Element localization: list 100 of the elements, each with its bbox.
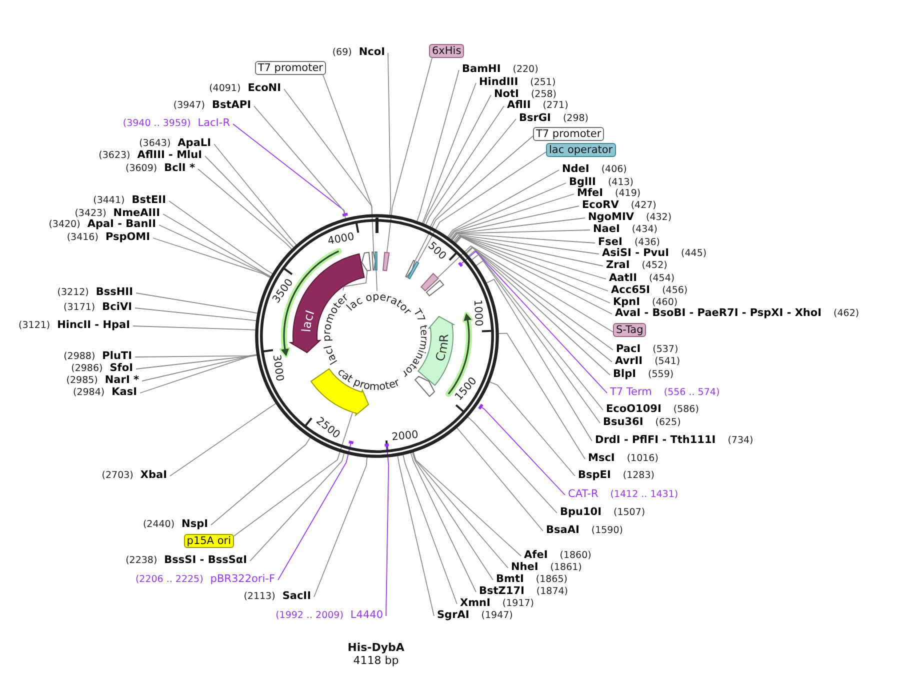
leader-line bbox=[481, 407, 566, 496]
enzyme-name: BssSI - BssSαI bbox=[164, 554, 247, 566]
cut-position: (2703) bbox=[102, 470, 134, 481]
enzyme-name: BlpI bbox=[613, 368, 636, 380]
cut-position: (1860) bbox=[560, 550, 592, 561]
enzyme-name: EcoNI bbox=[248, 82, 281, 94]
tag-feature bbox=[382, 252, 390, 272]
cut-position: (1507) bbox=[614, 507, 646, 518]
leader-line bbox=[136, 354, 258, 370]
cut-position: (2238) bbox=[126, 555, 158, 566]
cut-position: (298) bbox=[562, 113, 589, 124]
leader-line bbox=[454, 236, 608, 292]
leader-line bbox=[450, 206, 580, 240]
feature-tag: S-Tag bbox=[613, 323, 646, 337]
cut-position: (3171) bbox=[64, 302, 96, 313]
leader-line bbox=[467, 416, 558, 514]
terminator-feature bbox=[426, 280, 444, 296]
leader-line bbox=[472, 254, 604, 410]
promoter-feature bbox=[414, 376, 436, 398]
cut-position: (406) bbox=[601, 164, 627, 175]
primer-name: CAT-R bbox=[568, 488, 598, 500]
cut-position: (1861) bbox=[550, 562, 582, 573]
leader-line bbox=[162, 214, 272, 277]
enzyme-name: BclI * bbox=[164, 162, 195, 174]
cut-position: (436) bbox=[634, 237, 660, 248]
primer-range: (556 .. 574) bbox=[664, 387, 720, 398]
leader-line bbox=[342, 270, 368, 291]
cut-position: (3420) bbox=[48, 219, 80, 230]
cut-position: (452) bbox=[642, 260, 668, 271]
leader-line bbox=[198, 168, 292, 250]
tag-feature bbox=[420, 272, 439, 292]
cut-position: (220) bbox=[512, 64, 538, 75]
cut-position: (3121) bbox=[18, 320, 50, 331]
enzyme-name: KasI bbox=[112, 386, 137, 398]
cut-position: (251) bbox=[530, 77, 556, 88]
enzyme-name: BspEI bbox=[578, 469, 611, 481]
leader-line bbox=[388, 52, 392, 216]
leader-line bbox=[456, 427, 544, 532]
leader-line bbox=[426, 106, 504, 225]
cut-position: (1016) bbox=[626, 453, 658, 464]
leader-line bbox=[170, 403, 276, 476]
leader-line bbox=[412, 452, 494, 580]
cut-position: (541) bbox=[654, 356, 680, 367]
enzyme-name: NarI * bbox=[104, 374, 139, 386]
enzyme-name: NdeI bbox=[562, 163, 590, 175]
leader-line bbox=[498, 332, 586, 460]
operator-feature bbox=[374, 252, 378, 271]
scale-number: 4000 bbox=[326, 230, 355, 247]
enzyme-name: KpnI bbox=[613, 296, 640, 308]
cut-position: (2440) bbox=[142, 519, 175, 530]
cut-position: (3623) bbox=[98, 150, 130, 161]
cut-position: (456) bbox=[662, 285, 688, 296]
primer-range: (3940 .. 3959) bbox=[122, 118, 191, 129]
leader-line bbox=[254, 106, 346, 219]
leader-line bbox=[447, 170, 560, 238]
cut-position: (1917) bbox=[502, 598, 534, 609]
cut-position: (2988) bbox=[64, 351, 96, 362]
primer-range: (1412 .. 1431) bbox=[610, 489, 678, 500]
sequence-length: 4118 bp bbox=[353, 654, 399, 667]
leader-line bbox=[168, 200, 273, 274]
leader-line bbox=[204, 156, 294, 248]
enzyme-name: XmnI bbox=[460, 597, 490, 609]
enzyme-name: EcoO109I bbox=[606, 403, 662, 415]
enzyme-name: AfeI bbox=[524, 549, 548, 561]
enzyme-name: XbaI bbox=[140, 469, 167, 481]
leader-line bbox=[214, 144, 297, 246]
leader-line bbox=[386, 58, 432, 253]
enzyme-name: NspI bbox=[182, 518, 208, 530]
leader-line bbox=[142, 354, 258, 382]
leader-line bbox=[402, 454, 458, 604]
cut-position: (559) bbox=[648, 369, 674, 380]
enzyme-name: Bpu10I bbox=[560, 506, 602, 518]
enzyme-name: BmtI bbox=[496, 573, 524, 585]
cut-position: (3441) bbox=[93, 195, 125, 206]
leader-line bbox=[486, 278, 592, 442]
cut-position: (2986) bbox=[71, 363, 103, 374]
leader-line bbox=[453, 234, 600, 254]
leader-line bbox=[417, 152, 546, 262]
primer-range: (2206 .. 2225) bbox=[135, 574, 204, 585]
leader-line bbox=[232, 124, 346, 214]
enzyme-name: BssHII bbox=[96, 286, 133, 298]
cut-position: (2985) bbox=[66, 375, 98, 386]
enzyme-name: NaeI bbox=[593, 223, 620, 235]
scale-number: 1000 bbox=[472, 299, 486, 327]
leader-line bbox=[134, 354, 258, 358]
leader-line bbox=[455, 236, 612, 314]
leader-line bbox=[278, 443, 352, 580]
enzyme-name: NgoMIV bbox=[588, 211, 634, 223]
primer-name: L4440 bbox=[350, 609, 383, 621]
cut-position: (462) bbox=[834, 308, 860, 319]
primer-site-mark bbox=[384, 443, 389, 447]
leader-line bbox=[416, 70, 460, 222]
leader-line bbox=[455, 236, 610, 304]
primer-site-mark bbox=[342, 212, 348, 217]
enzyme-name: BamHI bbox=[462, 63, 501, 75]
cut-position: (734) bbox=[728, 435, 754, 446]
primer-name: LacI-R bbox=[198, 117, 230, 129]
enzyme-name: BstZ17I bbox=[479, 585, 524, 597]
cut-position: (454) bbox=[649, 273, 675, 284]
leader-line bbox=[376, 270, 378, 292]
